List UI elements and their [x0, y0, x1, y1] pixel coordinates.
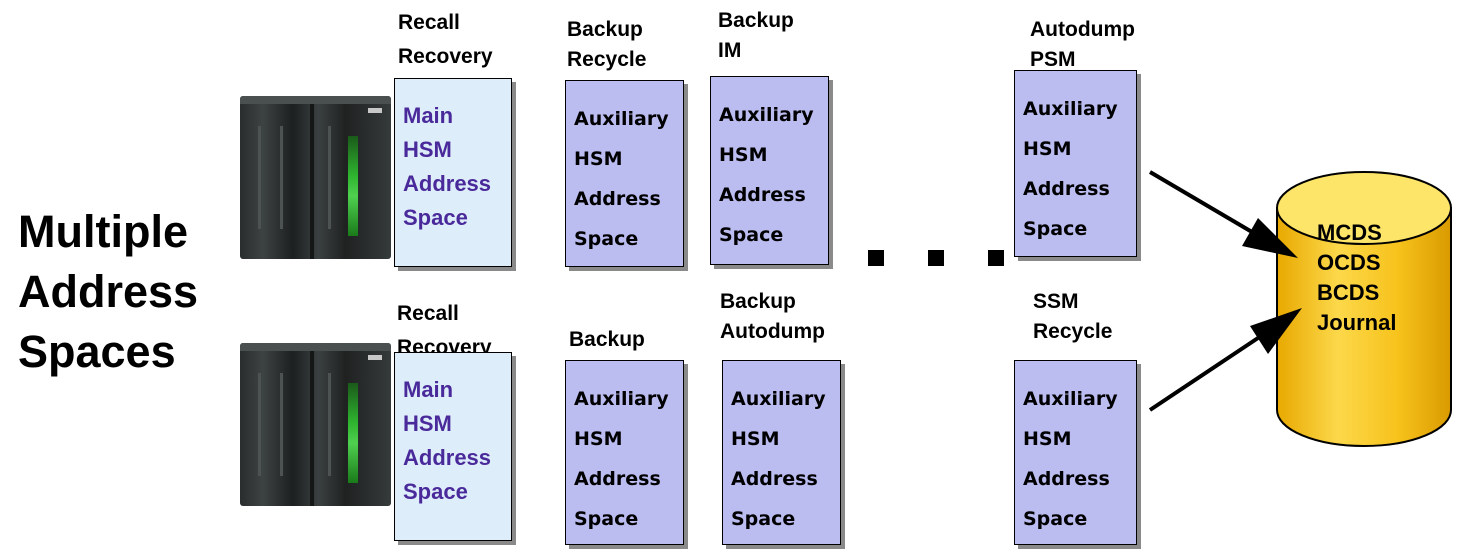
title-line: Spaces [18, 326, 176, 377]
title-line: Multiple [18, 206, 188, 257]
main-hsm-box-top: Main HSM Address Space [394, 78, 512, 267]
title-line: Address [18, 266, 199, 317]
label-aux-bottom-2: Backup Autodump [720, 290, 825, 343]
label-aux-top-2: Backup IM [718, 9, 794, 62]
label-aux-bottom-1: Backup [569, 328, 645, 351]
aux-hsm-box-bottom-3: Auxiliary HSM Address Space [1014, 360, 1137, 545]
label-aux-top-3: Autodump PSM [1030, 18, 1135, 71]
aux-hsm-box-bottom-1: Auxiliary HSM Address Space [565, 360, 684, 545]
database-item: BCDS [1317, 280, 1380, 305]
ellipsis-dot [868, 250, 884, 266]
main-hsm-box-bottom: Main HSM Address Space [394, 352, 512, 541]
ellipsis-dot [988, 250, 1004, 266]
aux-hsm-box-top-1: Auxiliary HSM Address Space [565, 80, 684, 267]
database-cylinder [1276, 171, 1452, 447]
mainframe-image-bottom [240, 343, 391, 506]
database-labels: MCDS OCDS BCDS Journal [1317, 218, 1396, 338]
diagram-title: Multiple Address Spaces [18, 202, 238, 382]
database-item: MCDS [1317, 220, 1382, 245]
arrow-bottom-to-database [1148, 308, 1302, 412]
aux-hsm-box-bottom-2: Auxiliary HSM Address Space [722, 360, 841, 545]
aux-hsm-box-top-2: Auxiliary HSM Address Space [710, 76, 829, 265]
label-aux-top-1: Backup Recycle [567, 18, 647, 71]
mainframe-image-top [240, 96, 391, 259]
database-item: Journal [1317, 310, 1397, 335]
ellipsis-dot [928, 250, 944, 266]
arrow-top-to-database [1148, 170, 1298, 258]
label-aux-bottom-3: SSM Recycle [1033, 290, 1113, 343]
database-item: OCDS [1317, 250, 1381, 275]
aux-hsm-box-top-3: Auxiliary HSM Address Space [1014, 70, 1137, 257]
label-main-top: Recall Recovery [398, 11, 493, 68]
